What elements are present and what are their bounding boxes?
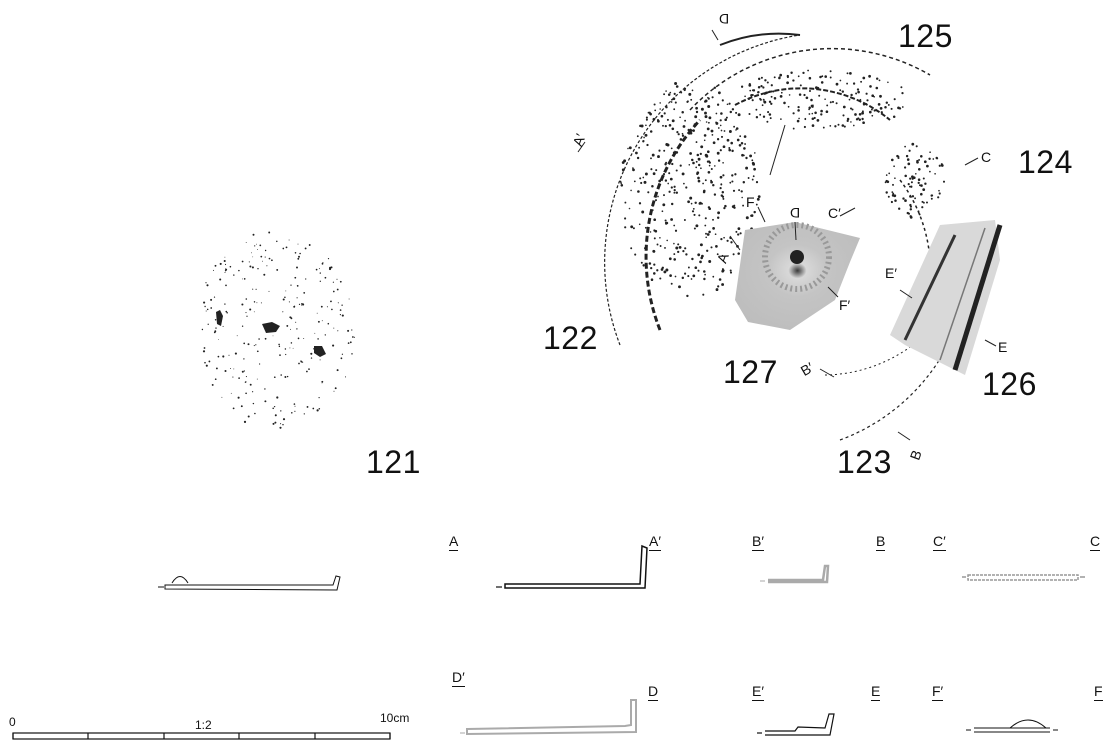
plan-label-e-prime: E′ — [885, 265, 897, 281]
artifact-126-drawing — [890, 220, 1003, 375]
plan-label-c-prime: C′ — [828, 205, 841, 221]
section-label-f-right: F — [1094, 683, 1103, 701]
section-label-c-left: C′ — [933, 533, 946, 551]
artifact-number-123: 123 — [837, 444, 892, 480]
section-label-c-right: C — [1090, 533, 1101, 551]
artifact-number-122: 122 — [543, 320, 598, 356]
profile-c — [962, 574, 1085, 581]
section-label-e-right: E — [871, 683, 881, 701]
scale-start-label: 0 — [9, 715, 16, 729]
plan-label-d-inner: D — [790, 205, 801, 221]
scale-bar — [12, 732, 391, 740]
profile-121 — [158, 575, 341, 591]
section-label-e-left: E′ — [752, 683, 764, 701]
section-label-a-right: A′ — [649, 533, 661, 551]
plan-label-c: C — [981, 149, 992, 165]
plan-label-f-prime: F′ — [839, 297, 851, 313]
plan-label-d: D — [719, 11, 730, 27]
profile-f — [966, 719, 1058, 733]
artifact-number-125: 125 — [898, 18, 953, 54]
profile-b — [760, 564, 830, 584]
plan-label-f: F — [746, 194, 755, 210]
profile-e — [757, 713, 835, 736]
artifact-121-drawing — [201, 231, 356, 429]
artifact-number-127: 127 — [723, 354, 778, 390]
artifact-number-121: 121 — [366, 444, 421, 480]
section-label-b-right: B — [876, 533, 886, 551]
leader-lines — [577, 29, 997, 441]
artifact-number-126: 126 — [982, 366, 1037, 402]
section-label-d-left: D′ — [452, 669, 465, 687]
profile-d — [460, 699, 637, 736]
artifact-127-drawing — [735, 222, 860, 330]
section-label-d-right: D — [648, 683, 659, 701]
profile-a — [496, 544, 648, 589]
scale-ratio-label: 1:2 — [195, 718, 212, 732]
scale-end-label: 10cm — [380, 711, 410, 725]
artifact-number-124: 124 — [1018, 144, 1073, 180]
section-label-f-left: F′ — [932, 683, 944, 701]
artifact-122-125-rings — [604, 32, 966, 441]
plan-label-e: E — [998, 339, 1008, 355]
section-label-a-left: A — [449, 533, 459, 551]
section-label-b-left: B′ — [752, 533, 764, 551]
